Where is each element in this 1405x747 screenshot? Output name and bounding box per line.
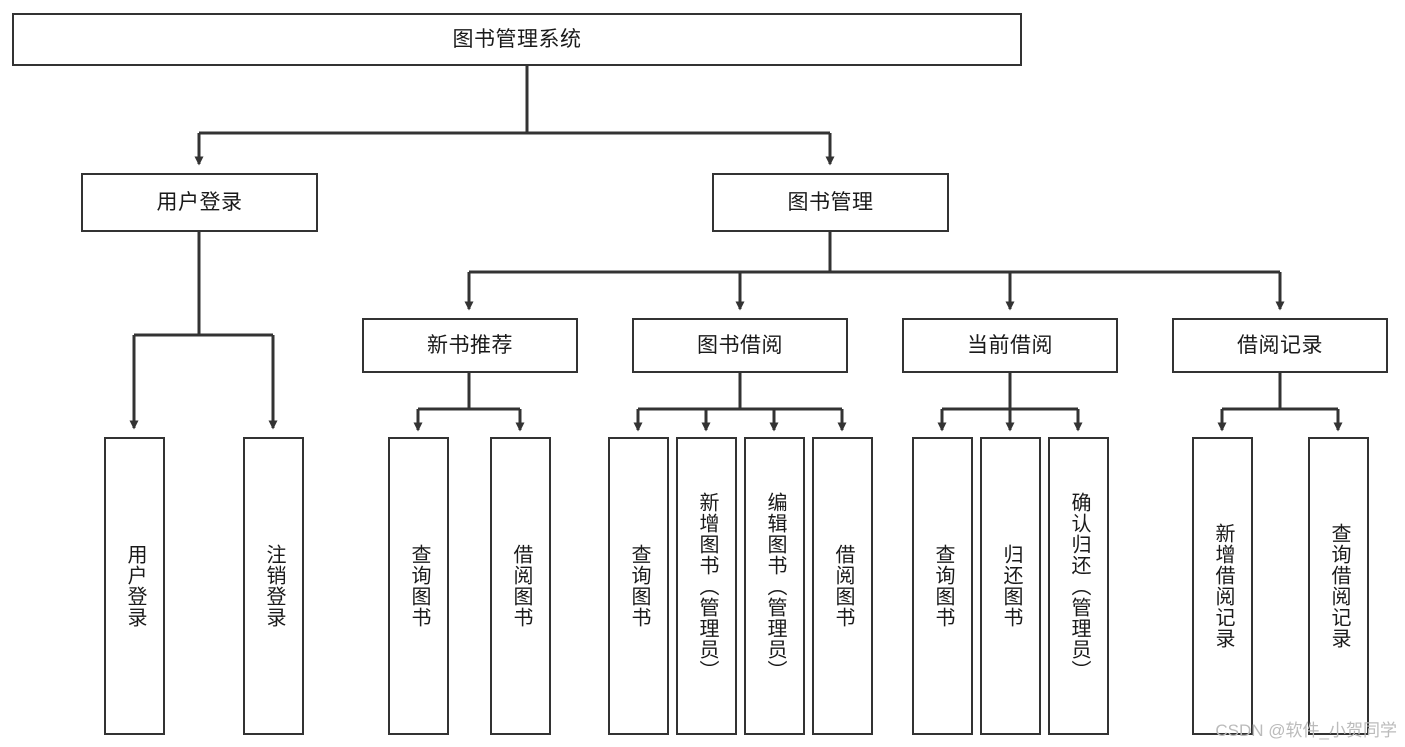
node-leaf-user-login-label: 用户登录 xyxy=(124,544,146,628)
csdn-watermark: CSDN @软件_小贺同学 xyxy=(1215,721,1397,740)
node-leaf-borrow-book-rec[interactable]: 借阅图书 xyxy=(490,437,551,735)
node-leaf-add-record[interactable]: 新增借阅记录 xyxy=(1192,437,1253,735)
node-leaf-query-book-cur-label: 查询图书 xyxy=(932,544,954,628)
node-leaf-query-book-borrow[interactable]: 查询图书 xyxy=(608,437,669,735)
node-leaf-borrow-book[interactable]: 借阅图书 xyxy=(812,437,873,735)
node-leaf-user-login[interactable]: 用户登录 xyxy=(104,437,165,735)
node-leaf-borrow-book-label: 借阅图书 xyxy=(832,544,854,628)
node-leaf-edit-book[interactable]: 编辑图书（管理员） xyxy=(744,437,805,735)
node-leaf-query-record[interactable]: 查询借阅记录 xyxy=(1308,437,1369,735)
node-borrow-record-label: 借阅记录 xyxy=(1237,333,1323,357)
node-user-login-label: 用户登录 xyxy=(156,190,243,214)
node-new-book-rec[interactable]: 新书推荐 xyxy=(362,318,578,373)
node-new-book-rec-label: 新书推荐 xyxy=(427,333,513,357)
node-book-manage[interactable]: 图书管理 xyxy=(712,173,949,232)
node-leaf-add-book-label: 新增图书（管理员） xyxy=(696,491,718,681)
node-leaf-return-book[interactable]: 归还图书 xyxy=(980,437,1041,735)
node-leaf-user-logout-label: 注销登录 xyxy=(263,544,285,628)
node-leaf-query-book-borrow-label: 查询图书 xyxy=(628,544,650,628)
node-root-label: 图书管理系统 xyxy=(452,27,582,51)
node-borrow-record[interactable]: 借阅记录 xyxy=(1172,318,1388,373)
node-book-manage-label: 图书管理 xyxy=(787,190,874,214)
node-leaf-query-book-rec-label: 查询图书 xyxy=(408,544,430,628)
node-leaf-query-book-cur[interactable]: 查询图书 xyxy=(912,437,973,735)
node-leaf-confirm-return[interactable]: 确认归还（管理员） xyxy=(1048,437,1109,735)
node-book-borrow-label: 图书借阅 xyxy=(697,333,783,357)
node-leaf-return-book-label: 归还图书 xyxy=(1000,544,1022,628)
node-leaf-confirm-return-label: 确认归还（管理员） xyxy=(1068,491,1090,681)
node-leaf-borrow-book-rec-label: 借阅图书 xyxy=(510,544,532,628)
node-current-borrow-label: 当前借阅 xyxy=(967,333,1053,357)
node-root[interactable]: 图书管理系统 xyxy=(12,13,1022,66)
node-leaf-edit-book-label: 编辑图书（管理员） xyxy=(764,491,786,681)
node-leaf-add-record-label: 新增借阅记录 xyxy=(1212,523,1234,649)
node-book-borrow[interactable]: 图书借阅 xyxy=(632,318,848,373)
node-user-login[interactable]: 用户登录 xyxy=(81,173,318,232)
node-leaf-query-record-label: 查询借阅记录 xyxy=(1328,523,1350,649)
node-leaf-query-book-rec[interactable]: 查询图书 xyxy=(388,437,449,735)
node-leaf-user-logout[interactable]: 注销登录 xyxy=(243,437,304,735)
node-leaf-add-book[interactable]: 新增图书（管理员） xyxy=(676,437,737,735)
node-current-borrow[interactable]: 当前借阅 xyxy=(902,318,1118,373)
